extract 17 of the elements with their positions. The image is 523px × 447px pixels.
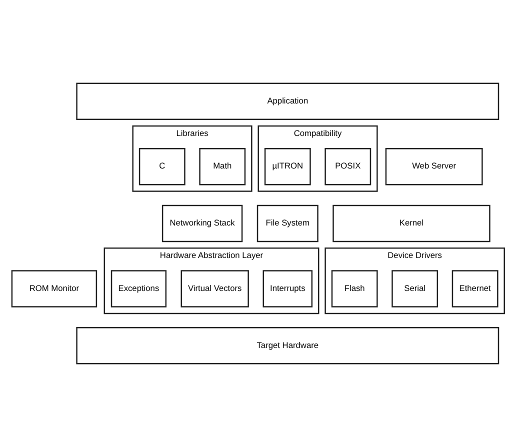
node-box: Flash <box>331 270 378 308</box>
node-box: Interrupts <box>262 270 313 308</box>
node-box: Ethernet <box>452 270 498 308</box>
node-box: µITRON <box>264 148 311 186</box>
node-box: ROM Monitor <box>11 270 98 308</box>
node-box: Virtual Vectors <box>180 270 249 308</box>
node-box: Exceptions <box>110 270 167 308</box>
node-box: Target Hardware <box>76 327 500 364</box>
node-box: POSIX <box>324 148 372 186</box>
node-box: Kernel <box>332 204 490 242</box>
node-box: Application <box>76 82 500 120</box>
node-box: C <box>138 148 186 186</box>
node-box: Networking Stack <box>162 204 243 242</box>
node-box: Web Server <box>385 148 483 186</box>
node-box: Math <box>199 148 246 186</box>
node-box: Serial <box>392 270 438 308</box>
node-box: File System <box>256 204 318 242</box>
